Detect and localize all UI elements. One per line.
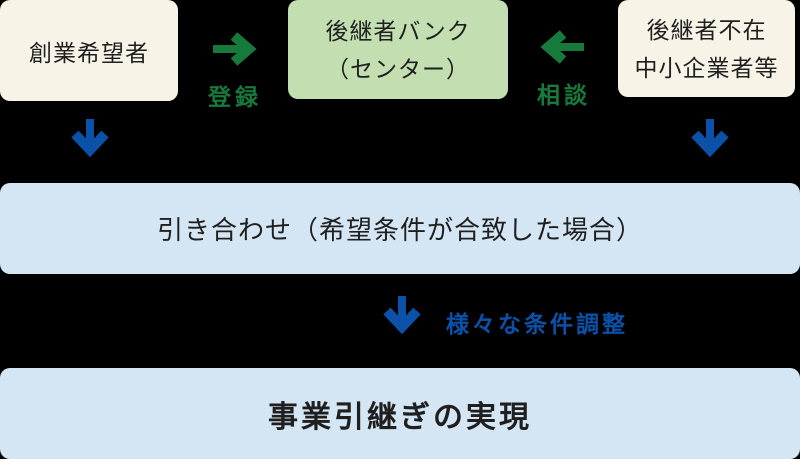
- edge-consult: 相談: [532, 28, 594, 110]
- down-arrow-icon: [71, 119, 109, 158]
- node-result-label: 事業引継ぎの実現: [268, 400, 532, 434]
- node-successor-bank: 後継者バンク （センター）: [288, 0, 508, 99]
- node-matching-label: 引き合わせ（希望条件が合致した場合）: [156, 215, 643, 245]
- node-sme-line1: 後継者不在: [646, 16, 767, 43]
- edge-adjust: 様々な条件調整: [383, 294, 628, 340]
- node-successor-bank-line1: 後継者バンク: [325, 17, 471, 44]
- node-founder: 創業希望者: [0, 0, 178, 101]
- left-arrow-icon: [540, 30, 584, 64]
- down-arrow-icon: [691, 119, 729, 158]
- node-founder-label: 創業希望者: [29, 39, 149, 66]
- edge-consult-label: 相談: [537, 82, 591, 108]
- node-sme-without-successor: 後継者不在 中小企業者等: [618, 0, 795, 97]
- edge-adjust-label: 様々な条件調整: [446, 311, 628, 337]
- node-result: 事業引継ぎの実現: [0, 368, 800, 459]
- right-arrow-icon: [213, 32, 257, 66]
- down-arrow-icon: [383, 296, 421, 335]
- node-matching: 引き合わせ（希望条件が合致した場合）: [0, 183, 800, 274]
- edge-register: 登録: [203, 30, 265, 112]
- node-successor-bank-line2: （センター）: [326, 55, 470, 82]
- edge-register-label: 登録: [208, 84, 262, 110]
- node-sme-line2: 中小企業者等: [634, 54, 779, 81]
